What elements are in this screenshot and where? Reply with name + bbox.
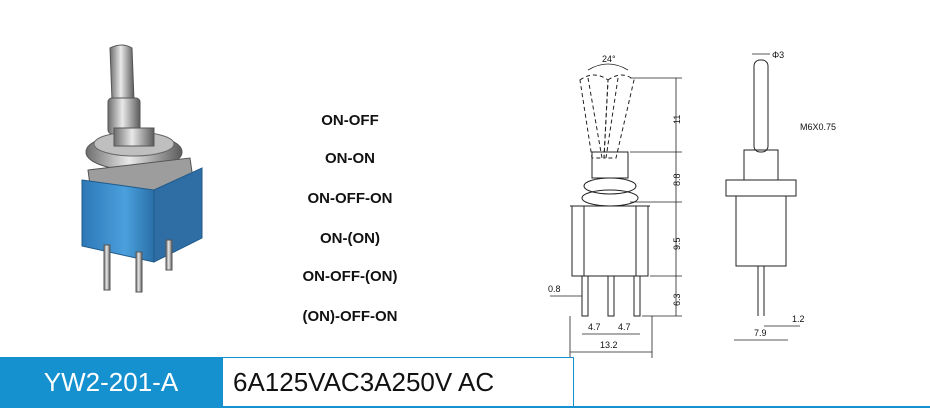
mode-on-off: ON-OFF: [321, 112, 379, 129]
bottom-divider: [0, 406, 930, 408]
diameter-label: Φ3: [772, 50, 784, 60]
model-number-banner: YW2-201-A: [0, 357, 222, 407]
mode-momentary-on-off-on: (ON)-OFF-ON: [302, 308, 398, 325]
dim-9-5-label: 9.5: [672, 237, 682, 250]
model-number: YW2-201-A: [43, 366, 179, 397]
angle-label: 24°: [602, 54, 616, 64]
thread-label: M6X0.75: [800, 122, 836, 132]
mode-on-momentary-on: ON-(ON): [320, 230, 380, 247]
dim-11-label: 11: [672, 115, 682, 124]
dim-7-9-label: 7.9: [754, 328, 767, 338]
dim-4-7-right-label: 4.7: [618, 322, 631, 332]
dim-0-8-label: 0.8: [548, 284, 561, 294]
dim-4-7-left-label: 4.7: [588, 322, 601, 332]
dimension-drawing: 24° 11 8.8 9.5 6.3 0.8 4.7 4.7 13.2 Φ3 M…: [548, 50, 836, 358]
dim-13-2-label: 13.2: [600, 340, 618, 350]
rating-banner: 6A125VAC3A250V AC: [222, 357, 574, 407]
dim-1-2-label: 1.2: [792, 314, 805, 324]
mode-on-off-on: ON-OFF-ON: [307, 190, 393, 207]
mode-on-off-momentary-on: ON-OFF-(ON): [302, 268, 398, 285]
electrical-rating: 6A125VAC3A250V AC: [233, 366, 495, 397]
toggle-switch-photo: [81, 44, 203, 293]
mode-on-on: ON-ON: [325, 150, 375, 167]
dim-6-3-label: 6.3: [672, 293, 682, 306]
dim-8-8-label: 8.8: [672, 173, 682, 186]
